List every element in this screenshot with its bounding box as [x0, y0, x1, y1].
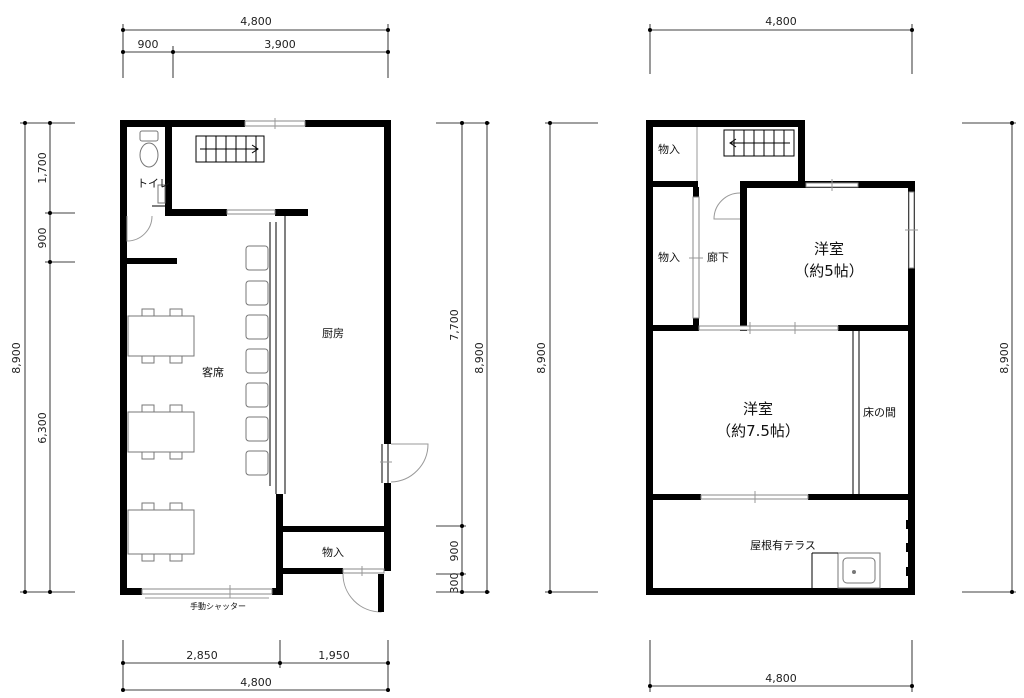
floor2-hallway-door: [713, 192, 741, 220]
floor2-dim-bottom-total: 4,800: [765, 672, 797, 685]
floor2-dim-top-total: 4,800: [765, 15, 797, 28]
floor2-plan: 4,800 8,900 8,900 4,800: [535, 15, 1016, 692]
floor2-walls: [646, 120, 915, 595]
floor1-toilet-door: [126, 215, 153, 242]
floor2-tokonoma-partition: [852, 331, 860, 494]
floor1-side-door: [380, 443, 429, 483]
floor2-right-dimensions: 8,900: [962, 121, 1016, 594]
floor1-manual-shutter: [141, 585, 273, 599]
floor2-room-hallway: 廊下: [707, 250, 729, 264]
floor2-room-terrace: 屋根有テラス: [750, 538, 816, 552]
floor1-dim-right-1: 7,700: [448, 309, 461, 341]
floor2-terrace-posts: [906, 520, 915, 576]
floor1-top-dimensions: 4,800 900 3,900: [121, 15, 390, 78]
floor1-dining-tables: [127, 308, 195, 562]
floor1-dim-top-left: 900: [138, 38, 159, 51]
floor1-dim-right-3: 900: [448, 541, 461, 562]
floor1-interior-window: [226, 209, 276, 215]
floor1-dim-left-1: 1,700: [36, 152, 49, 184]
floor1-counter-stools: [245, 245, 269, 476]
floor1-walls: [120, 120, 391, 595]
floor1-plan: 4,800 900 3,900 8,900 1,700 900 6,300: [10, 15, 490, 692]
floor1-right-dimensions: 7,700 8,900 900 300: [436, 121, 490, 594]
floor1-rear-door: [342, 566, 385, 613]
floor2-stairs: [696, 127, 795, 181]
floor2-room-western-large-size: （約7.5帖）: [716, 422, 800, 440]
floor1-dim-right-total: 8,900: [473, 342, 486, 374]
floor1-left-dimensions: 8,900 1,700 900 6,300: [10, 121, 75, 594]
floor2-room-western-large-name: 洋室: [743, 400, 773, 418]
floor2-room-western-small-name: 洋室: [814, 240, 844, 258]
floor2-top-dimensions: 4,800: [648, 15, 914, 74]
floor2-room-storage-top: 物入: [658, 142, 680, 156]
floor2-sliding-doors: [689, 179, 918, 503]
floor1-shutter-label: 手動シャッター: [190, 601, 246, 611]
floor1-dim-left-2: 900: [36, 228, 49, 249]
floor1-dim-bottom-left: 2,850: [186, 649, 218, 662]
floor1-room-seating: 客席: [202, 365, 224, 379]
floor1-dim-left-3: 6,300: [36, 412, 49, 444]
floor2-dim-left-total: 8,900: [535, 342, 548, 374]
floor1-room-toilet: トイレ: [137, 177, 170, 190]
floor1-dim-bottom-total: 4,800: [240, 676, 272, 689]
floor1-toilet-fixture: [139, 130, 166, 204]
floor2-bottom-dimensions: 4,800: [648, 640, 914, 692]
floor2-left-dimensions: 8,900: [535, 121, 598, 594]
floor1-room-kitchen: 厨房: [322, 327, 344, 340]
floor2-room-tokonoma: 床の間: [863, 405, 896, 419]
floor1-room-storage: 物入: [322, 545, 344, 559]
floor1-stairs: [195, 135, 265, 163]
floor1-bottom-dimensions: 2,850 1,950 4,800: [121, 640, 390, 692]
floor2-room-western-small-size: （約5帖）: [794, 262, 864, 280]
floor1-dim-right-4: 300: [448, 573, 461, 594]
floor1-dim-left-total: 8,900: [10, 342, 23, 374]
floor1-top-window: [244, 118, 306, 129]
floor1-dim-top-total: 4,800: [240, 15, 272, 28]
floor2-dim-right-total: 8,900: [998, 342, 1011, 374]
floor1-counter: [269, 216, 286, 494]
floor2-terrace-sink: [811, 552, 881, 589]
floor1-dim-top-right: 3,900: [264, 38, 296, 51]
floor2-room-storage-mid: 物入: [658, 250, 680, 264]
floor1-dim-bottom-right: 1,950: [318, 649, 350, 662]
